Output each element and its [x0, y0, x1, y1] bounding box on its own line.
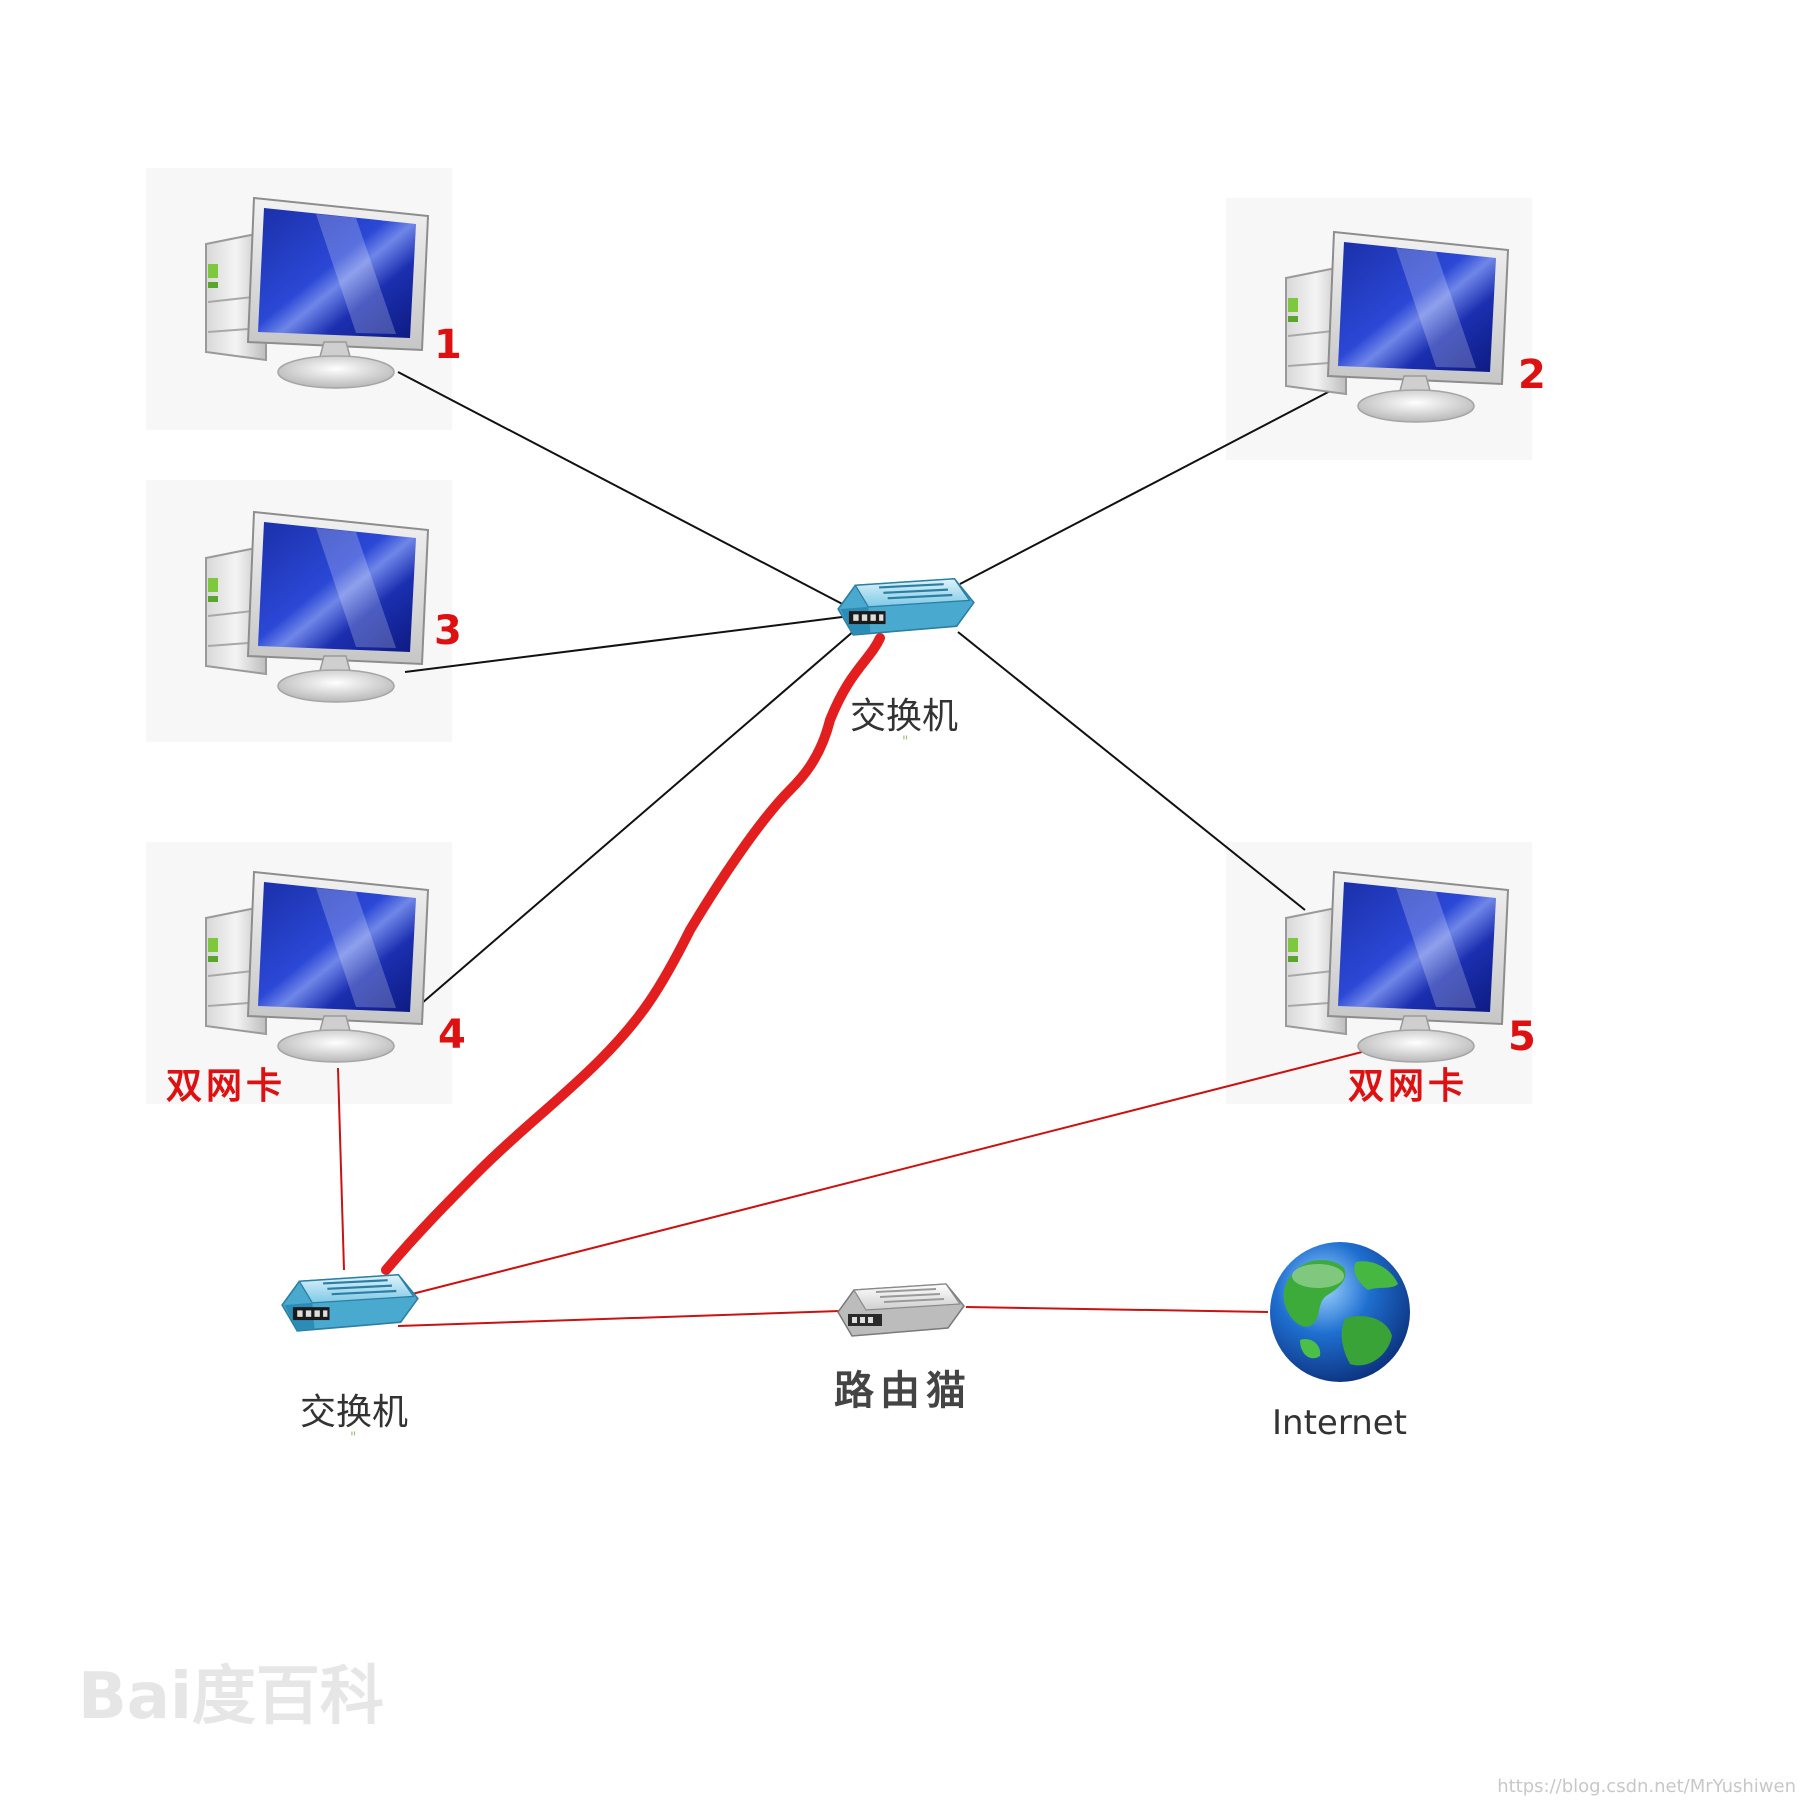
switch-top-label-mark: " [902, 734, 908, 750]
computer-3-number: 3 [434, 608, 462, 654]
computer-1-number: 1 [434, 322, 462, 368]
internet-label: Internet [1272, 1403, 1407, 1443]
computer-4-dual-nic-label: 双网卡 [166, 1066, 286, 1107]
baidu-watermark-logo: Bai度百科 [78, 1660, 384, 1734]
switch-top-label: 交换机 [850, 696, 958, 737]
switch-top [837, 577, 975, 636]
link-pc5-switch-bottom [411, 1051, 1363, 1295]
link-pc4-switch-top [406, 629, 856, 1017]
globe-icon [1270, 1242, 1410, 1382]
switch-bottom-label: 交换机 [300, 1392, 408, 1433]
link-switch-bottom-modem [397, 1310, 841, 1327]
computer-5-number: 5 [1508, 1014, 1536, 1060]
router-modem [837, 1283, 965, 1337]
link-switch-top-switch-bottom [381, 633, 885, 1275]
link-pc5-switch-top [957, 631, 1306, 911]
csdn-watermark-url: https://blog.csdn.net/MrYushiwen [1497, 1776, 1796, 1797]
baidu-watermark: Bai度百科 [78, 1660, 384, 1734]
computer-5-dual-nic-label: 双网卡 [1348, 1066, 1468, 1107]
link-pc4-switch-bottom [337, 1067, 345, 1271]
computer-4-number: 4 [438, 1012, 466, 1058]
router-modem-label: 路由猫 [834, 1367, 972, 1414]
computer-2-number: 2 [1518, 352, 1546, 398]
switch-bottom-label-mark: " [350, 1430, 356, 1446]
link-pc3-switch-top [404, 615, 851, 673]
switch-bottom [281, 1273, 419, 1332]
link-pc1-switch-top [397, 371, 851, 609]
link-modem-internet [965, 1306, 1269, 1313]
link-pc2-switch-top [959, 388, 1335, 585]
